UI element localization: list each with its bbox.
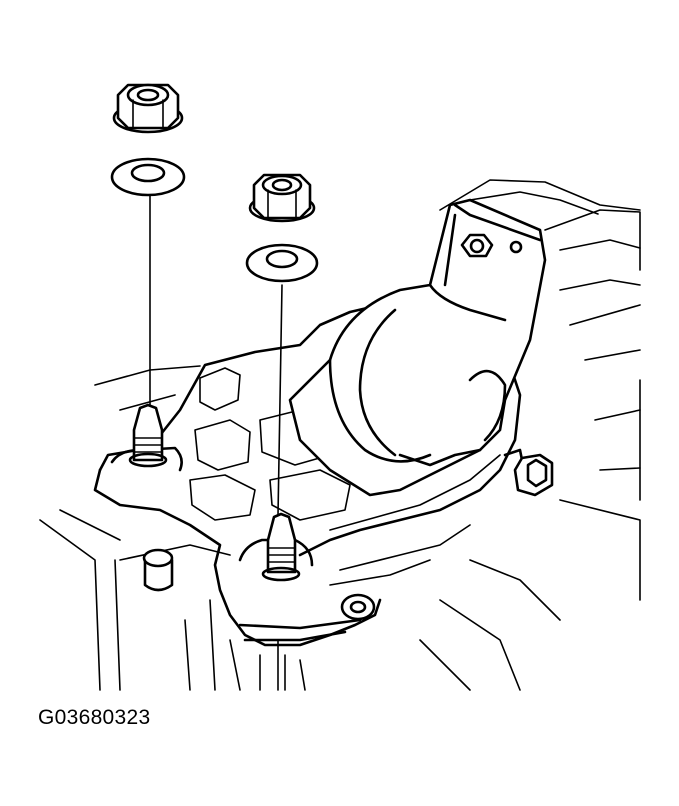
mounting-stud-left xyxy=(128,403,168,468)
transmission-housing xyxy=(39,179,641,691)
flange-nut-right xyxy=(248,173,316,223)
engine-mount-diagram xyxy=(39,83,641,691)
alignment-line-right xyxy=(277,284,283,516)
mounting-stud-right xyxy=(261,512,301,582)
engine-mount-bracket xyxy=(288,198,547,497)
mount-through-bolt xyxy=(503,448,554,497)
locating-pin xyxy=(142,548,174,592)
flange-nut-left xyxy=(112,83,184,134)
washer-right xyxy=(245,243,319,283)
figure-id-label: G03680323 xyxy=(38,706,151,729)
washer-left xyxy=(110,157,186,197)
